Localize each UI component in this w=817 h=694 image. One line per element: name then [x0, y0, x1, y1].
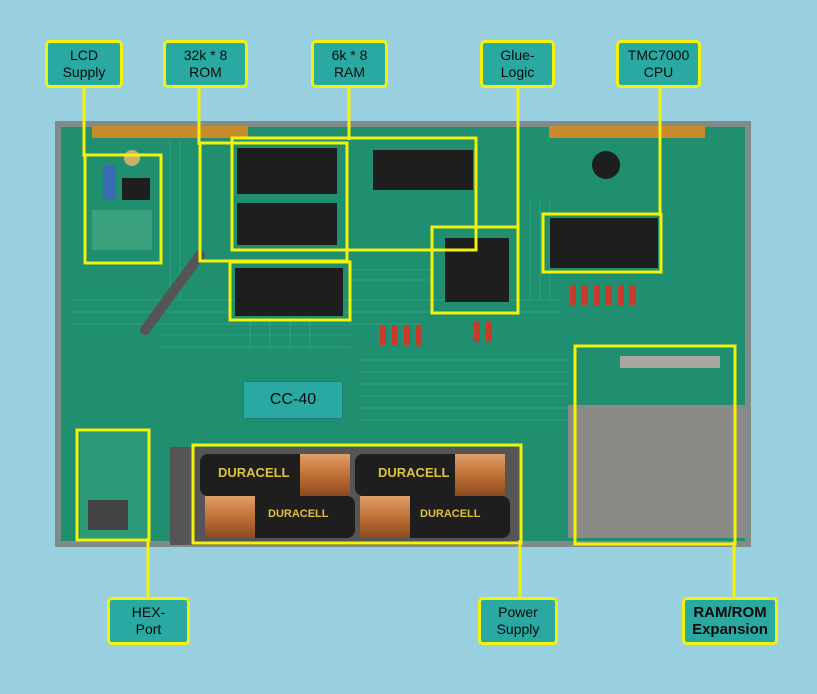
buzzer [592, 151, 620, 179]
label-rom: 32k * 8 ROM [163, 40, 248, 88]
cpu-chip [550, 218, 658, 268]
callout-ram-region [230, 136, 478, 252]
callout-hex-port [75, 428, 151, 542]
rom-chip [235, 268, 343, 316]
callouts [75, 136, 737, 546]
ribbon-cable [140, 250, 205, 335]
ram-chip-1 [237, 148, 337, 194]
hex-port-connector [88, 500, 128, 530]
ram-chip-3 [373, 150, 473, 190]
callout-cpu [541, 212, 663, 274]
expansion-pins [620, 356, 720, 368]
battery-brand-3: DURACELL [268, 508, 329, 520]
lcd-supply-components [92, 150, 152, 250]
callout-power-supply [191, 443, 523, 545]
expansion-slot [568, 405, 746, 538]
ram-chip-2 [237, 203, 337, 245]
label-hex-port: HEX- Port [107, 597, 190, 645]
leader-lines [82, 85, 736, 597]
callout-lcd-supply [83, 153, 163, 265]
callout-expansion [573, 344, 737, 546]
label-glue-logic: Glue- Logic [480, 40, 555, 88]
label-ram: 6k * 8 RAM [311, 40, 388, 88]
battery-brand-1: DURACELL [218, 465, 290, 480]
label-ram-rom-expansion: RAM/ROM Expansion [682, 597, 778, 645]
batteries [200, 454, 510, 538]
callout-rom-chip [228, 260, 352, 322]
label-lcd-supply: LCD Supply [45, 40, 123, 88]
resistors [380, 285, 636, 345]
top-connector-left [92, 126, 248, 138]
board-label-cc40: CC-40 [243, 381, 343, 419]
callout-glue-logic [430, 225, 520, 315]
battery-brand-4: DURACELL [420, 508, 481, 520]
label-cpu: TMC7000 CPU [616, 40, 701, 88]
top-connector-right [549, 126, 705, 138]
label-power-supply: Power Supply [478, 597, 558, 645]
battery-brand-2: DURACELL [378, 465, 450, 480]
